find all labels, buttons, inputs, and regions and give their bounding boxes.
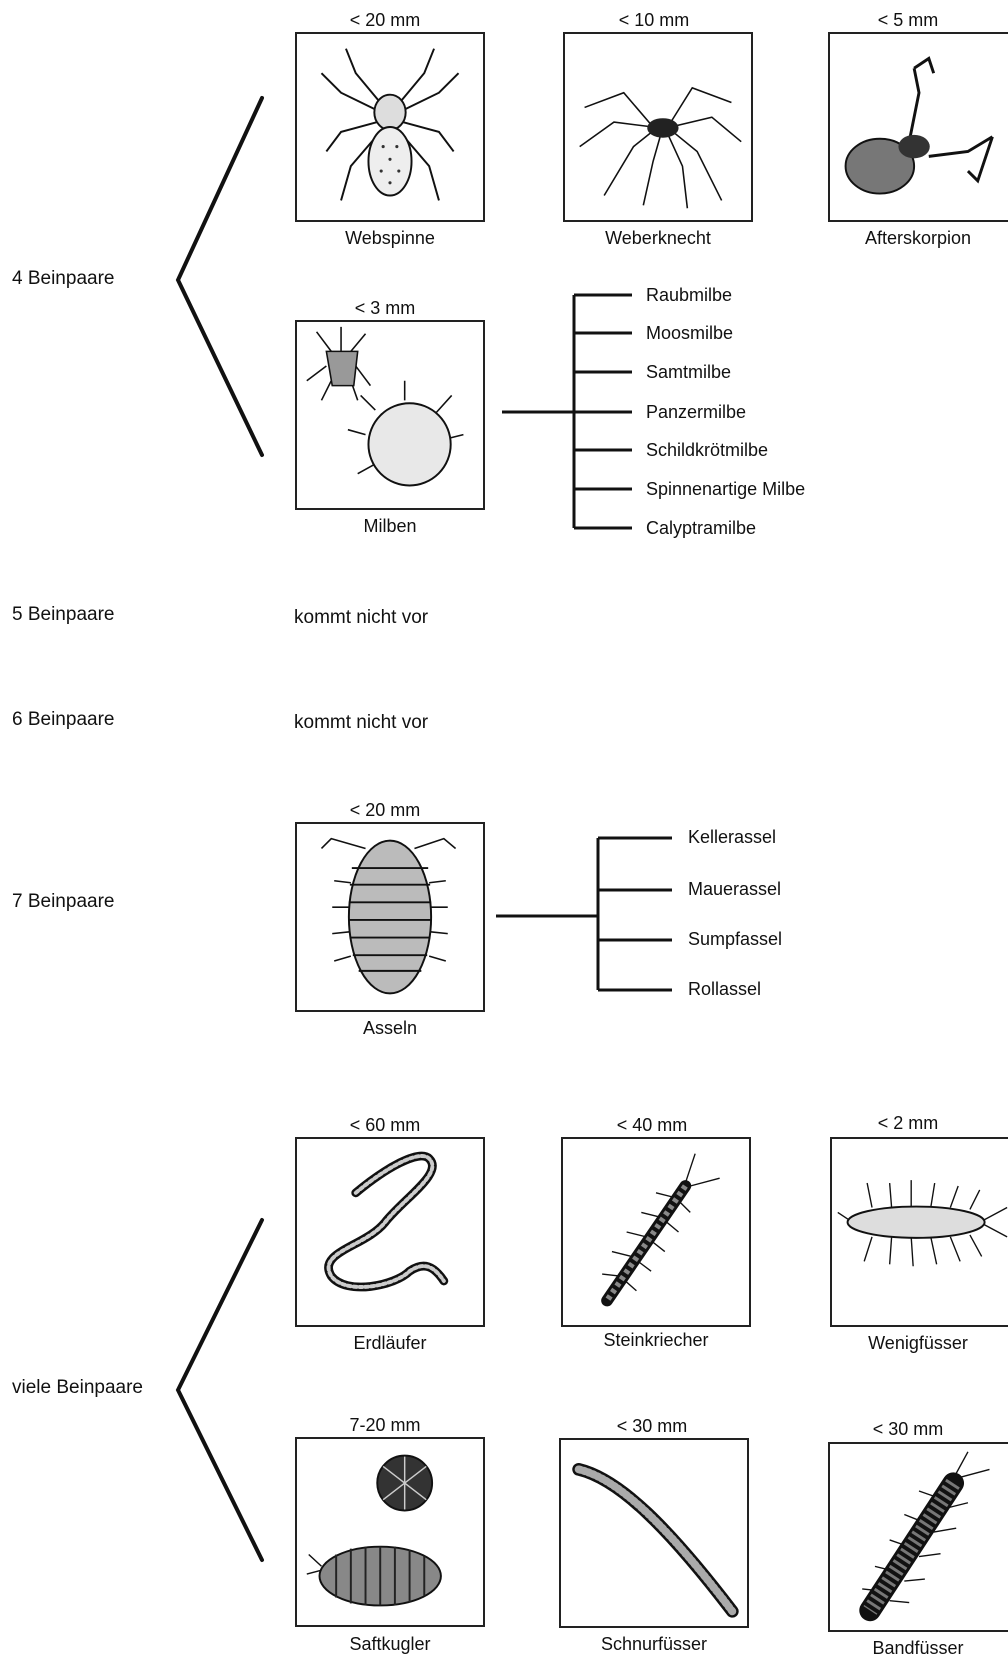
- woodlouse-icon: [320, 837, 457, 995]
- flat-millipede-icon: [859, 1451, 990, 1622]
- bracket-4-beinpaare: [175, 96, 264, 457]
- milbe-type-moosmilbe: Moosmilbe: [646, 323, 734, 343]
- caption-steinkriecher: Steinkriecher: [603, 1330, 709, 1350]
- pauropod-icon: [837, 1180, 1008, 1267]
- caption-afterskorpion: Afterskorpion: [864, 228, 972, 248]
- figure-erdlaeufer: [295, 1137, 485, 1327]
- assel-type-rollassel: Rollassel: [688, 979, 762, 999]
- size-steinkriecher: < 40 mm: [616, 1115, 688, 1135]
- absent-note-6: kommt nicht vor: [294, 712, 429, 733]
- milbe-type-panzermilbe: Panzermilbe: [646, 402, 747, 422]
- size-erdlaeufer: < 60 mm: [349, 1115, 421, 1135]
- bracket-viele-beinpaare: [175, 1218, 264, 1562]
- size-schnurfuesser: < 30 mm: [616, 1416, 688, 1436]
- figure-webspinne: [295, 32, 485, 222]
- figure-afterskorpion: [828, 32, 1008, 222]
- figure-milben: [295, 320, 485, 510]
- milbe-type-raubmilbe: Raubmilbe: [646, 285, 733, 305]
- figure-weberknecht: [563, 32, 753, 222]
- soil-centipede-icon: [324, 1151, 449, 1292]
- stone-centipede-icon: [601, 1153, 720, 1307]
- group-label-4-beinpaare: 4 Beinpaare: [12, 268, 115, 289]
- figure-bandfuesser: [828, 1442, 1008, 1632]
- snake-millipede-icon: [572, 1463, 739, 1618]
- harvestman-icon: [579, 86, 742, 209]
- assel-type-kellerassel: Kellerassel: [688, 827, 777, 847]
- caption-weberknecht: Weberknecht: [605, 228, 711, 248]
- size-saftkugler: 7-20 mm: [349, 1415, 421, 1435]
- pill-millipede-icon: [306, 1454, 442, 1607]
- milbe-type-schildkroetmilbe: Schildkrötmilbe: [646, 440, 769, 460]
- milbe-type-samtmilbe: Samtmilbe: [646, 362, 732, 382]
- caption-webspinne: Webspinne: [345, 228, 435, 248]
- caption-saftkugler: Saftkugler: [349, 1634, 431, 1654]
- size-asseln: < 20 mm: [349, 800, 421, 820]
- caption-erdlaeufer: Erdläufer: [353, 1333, 427, 1353]
- assel-type-sumpfassel: Sumpfassel: [688, 929, 783, 949]
- group-label-6-beinpaare: 6 Beinpaare: [12, 709, 115, 730]
- caption-schnurfuesser: Schnurfüsser: [600, 1634, 708, 1654]
- pseudoscorpion-icon: [844, 56, 994, 195]
- size-webspinne: < 20 mm: [349, 10, 421, 30]
- size-milben: < 3 mm: [354, 298, 416, 318]
- group-label-5-beinpaare: 5 Beinpaare: [12, 604, 115, 625]
- size-bandfuesser: < 30 mm: [872, 1419, 944, 1439]
- mite-icon: [306, 326, 464, 487]
- figure-asseln: [295, 822, 485, 1012]
- caption-milben: Milben: [363, 516, 417, 536]
- assel-type-mauerassel: Mauerassel: [688, 879, 782, 899]
- size-weberknecht: < 10 mm: [618, 10, 690, 30]
- figure-schnurfuesser: [559, 1438, 749, 1628]
- spider-icon: [320, 48, 460, 201]
- figure-saftkugler: [295, 1437, 485, 1627]
- group-label-7-beinpaare: 7 Beinpaare: [12, 891, 115, 912]
- milbe-type-spinnenartige-milbe: Spinnenartige Milbe: [646, 479, 806, 499]
- figure-steinkriecher: [561, 1137, 751, 1327]
- milbe-type-calyptramilbe: Calyptramilbe: [646, 518, 757, 538]
- caption-bandfuesser: Bandfüsser: [872, 1638, 964, 1658]
- group-label-viele-beinpaare: viele Beinpaare: [12, 1377, 143, 1398]
- caption-wenigfuesser: Wenigfüsser: [868, 1333, 968, 1353]
- size-afterskorpion: < 5 mm: [877, 10, 939, 30]
- caption-asseln: Asseln: [362, 1018, 418, 1038]
- size-wenigfuesser: < 2 mm: [877, 1113, 939, 1133]
- absent-note-5: kommt nicht vor: [294, 607, 429, 628]
- figure-wenigfuesser: [830, 1137, 1008, 1327]
